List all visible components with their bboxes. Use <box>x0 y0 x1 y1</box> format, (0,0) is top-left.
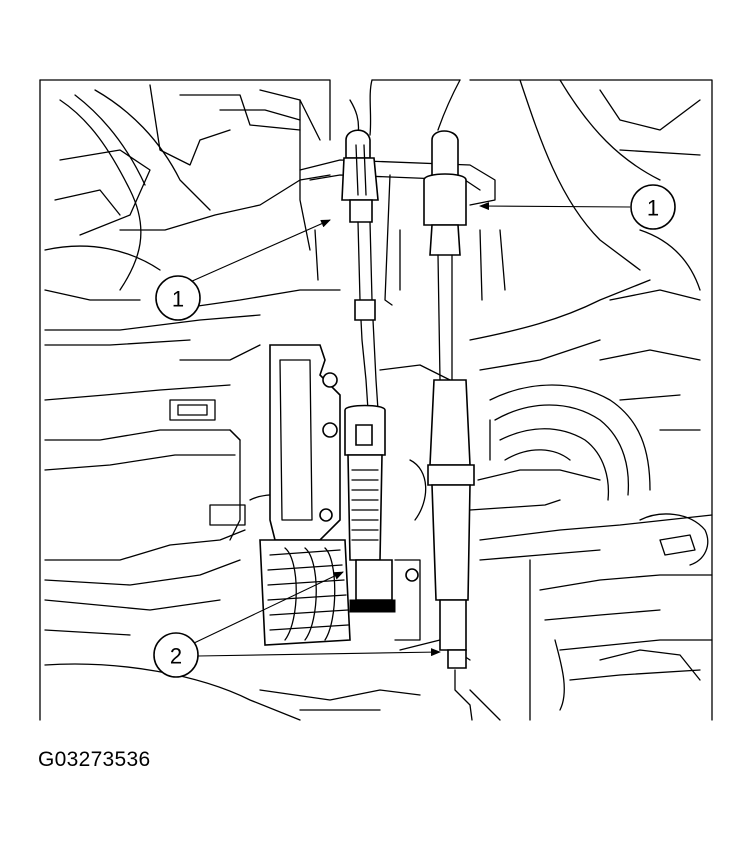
callout-2: 2 <box>153 571 441 678</box>
callout-1-left: 1 <box>155 219 331 321</box>
figure-id-caption: G03273536 <box>38 748 151 771</box>
background-linework <box>39 79 713 721</box>
callout-1-right-label: 1 <box>647 196 659 221</box>
selector-cable-left <box>341 129 396 613</box>
actuator-assembly <box>259 344 427 646</box>
callout-1-left-label: 1 <box>172 287 184 312</box>
cable-bracket <box>299 159 496 306</box>
shift-cable-right <box>423 130 475 669</box>
callout-2-label: 2 <box>170 644 182 669</box>
callout-1-right: 1 <box>479 184 676 230</box>
